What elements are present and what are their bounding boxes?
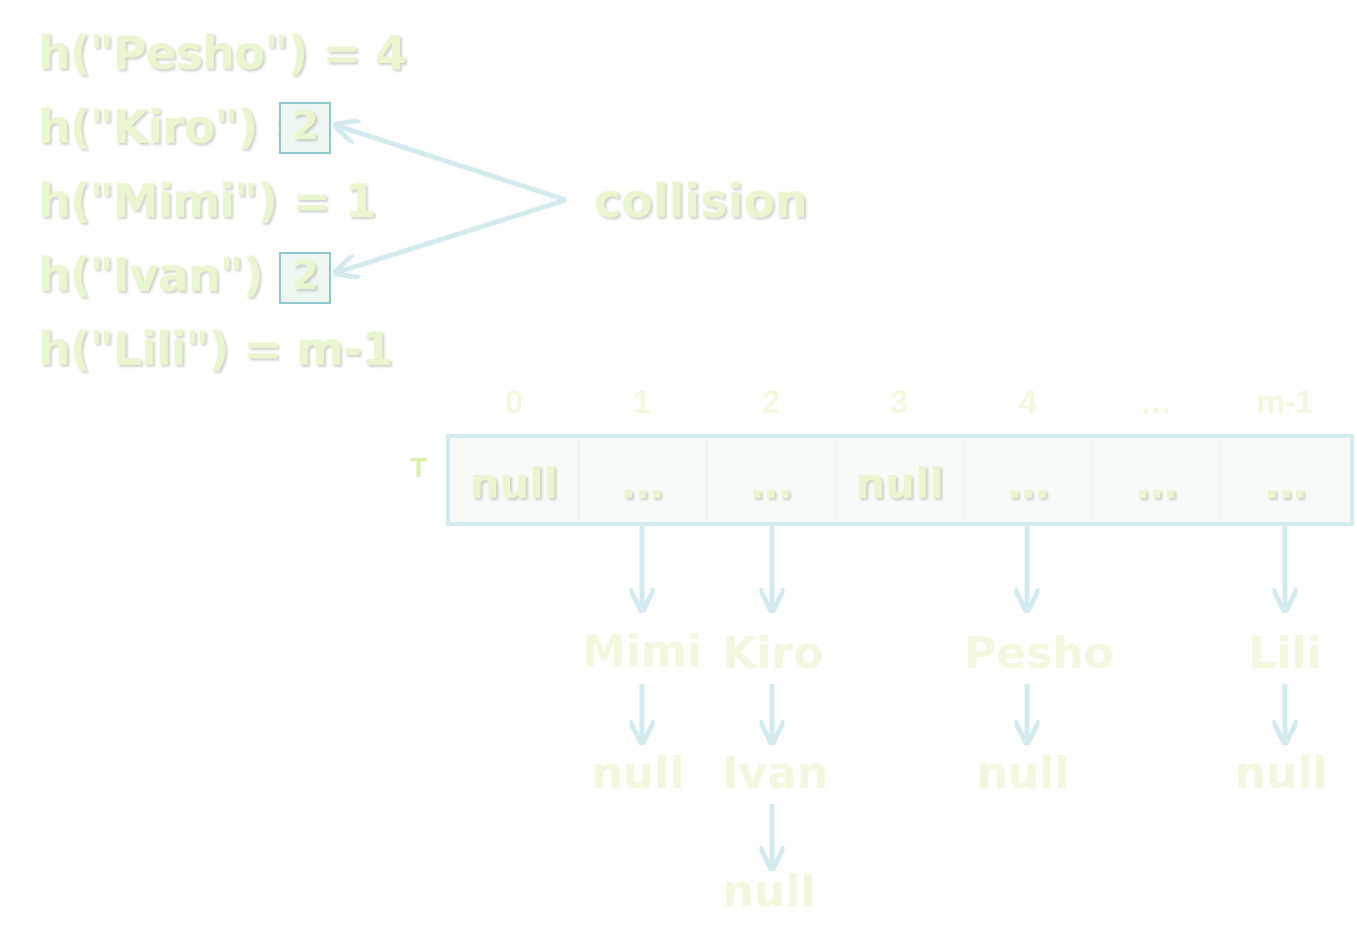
table-index: 0 xyxy=(505,384,523,420)
table-cell: … xyxy=(707,438,836,522)
table-cell: … xyxy=(1093,438,1222,522)
table-index: 3 xyxy=(890,384,908,420)
chain-node-pesho: Pesho xyxy=(964,628,1114,679)
table-cell: … xyxy=(579,438,708,522)
table-cell: null xyxy=(450,438,579,522)
hash-line-text: h("Pesho") = xyxy=(38,26,375,80)
collision-arrow-ivan xyxy=(338,197,567,272)
chain-node-null: null xyxy=(591,748,685,799)
hash-line-text: h("Ivan") = xyxy=(38,248,316,302)
table-index: … xyxy=(1140,384,1172,420)
hash-line-text: h("Lili") = xyxy=(38,322,296,376)
table-index: 4 xyxy=(1019,384,1037,420)
hash-value: m-1 xyxy=(295,322,393,376)
table-cell: … xyxy=(964,438,1093,522)
chain-node-lili: Lili xyxy=(1248,628,1322,679)
chain-node-ivan: Ivan xyxy=(721,748,829,799)
hash-line-mimi: h("Mimi") = 1 xyxy=(38,178,377,224)
table-index: 1 xyxy=(633,384,651,420)
hash-line-text: h("Mimi") = xyxy=(38,174,345,228)
collision-label: collision xyxy=(594,174,808,228)
chain-node-kiro: Kiro xyxy=(722,628,824,679)
table-cell: … xyxy=(1264,459,1307,508)
hash-line-ivan: h("Ivan") = xyxy=(38,252,316,298)
hash-line-text: h("Kiro") = xyxy=(38,100,311,154)
table-index: 2 xyxy=(762,384,780,420)
table-cell: null xyxy=(836,438,965,522)
table-index: m-1 xyxy=(1256,384,1314,420)
chain-node-mimi: Mimi xyxy=(582,626,702,677)
chain-node-null: null xyxy=(1234,748,1328,799)
hash-value: 4 xyxy=(374,26,407,80)
hash-value: 1 xyxy=(344,174,377,228)
chain-node-null: null xyxy=(976,748,1070,799)
collision-value-ivan: 2 xyxy=(279,252,331,304)
hash-line-pesho: h("Pesho") = 4 xyxy=(38,30,407,76)
hash-table: null … … null … … … xyxy=(446,434,1354,526)
table-label: T xyxy=(410,452,428,483)
collision-value-kiro: 2 xyxy=(279,102,331,154)
collision-arrow-kiro xyxy=(338,126,567,203)
chain-node-null: null xyxy=(722,866,816,917)
hash-line-lili: h("Lili") = m-1 xyxy=(38,326,393,372)
hash-line-kiro: h("Kiro") = xyxy=(38,104,311,150)
